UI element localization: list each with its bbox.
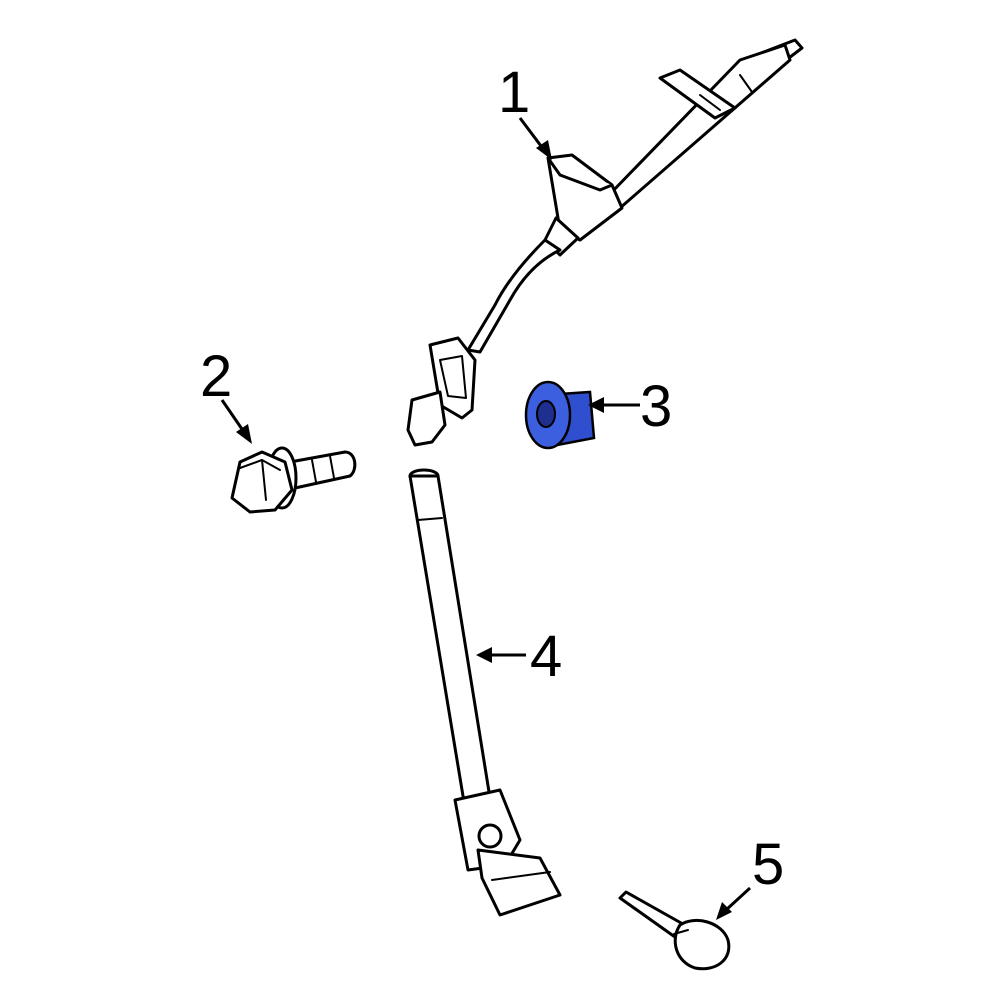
callout-5: 5: [752, 832, 784, 897]
bushing-bore: [536, 400, 556, 428]
callout-arrows: [220, 117, 752, 920]
part-4-lower-shaft: [408, 468, 562, 917]
callout-1: 1: [498, 60, 530, 125]
callout-2: 2: [200, 344, 232, 409]
part-5-pin: [618, 890, 731, 971]
part-3-bushing: [524, 380, 596, 450]
callout-4: 4: [530, 624, 562, 689]
part-1-upper-shaft: [406, 38, 804, 447]
callout-3: 3: [640, 374, 672, 439]
part-2-hex-bolt: [230, 446, 357, 514]
